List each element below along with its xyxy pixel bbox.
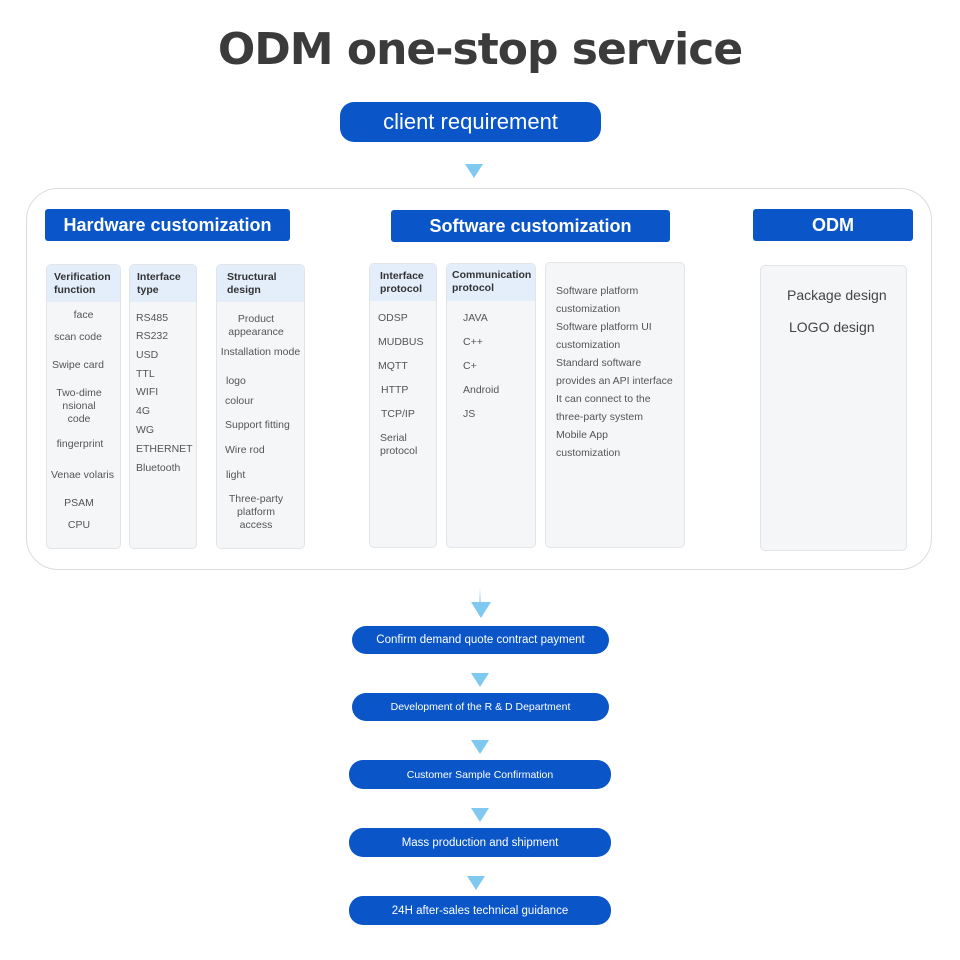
list-item: scan code [54, 331, 102, 343]
verification-function-column: Verification function [46, 264, 121, 549]
down-arrow-icon [465, 164, 483, 178]
client-requirement-box: client requirement [340, 102, 601, 142]
list-item: WG [136, 424, 155, 436]
column-header: Structural design [217, 265, 304, 302]
list-item: Serial protocol [380, 432, 418, 457]
list-item: C++ [463, 336, 483, 348]
hardware-customization-header: Hardware customization [45, 209, 290, 241]
list-item: provides an API interface [556, 375, 673, 387]
list-item: Wire rod [225, 444, 265, 456]
software-customization-header: Software customization [391, 210, 670, 242]
interface-protocol-column: Interface protocol [369, 263, 437, 548]
list-item: light [226, 469, 246, 481]
list-item: HTTP [381, 384, 409, 396]
list-item: three-party system [556, 411, 643, 423]
list-item: Support fitting [225, 419, 290, 431]
column-header: Interface type [130, 265, 196, 302]
software-services-column [545, 262, 685, 548]
odm-header: ODM [753, 209, 913, 241]
list-item: customization [556, 303, 621, 315]
list-item: RS232 [136, 330, 169, 342]
list-item: 4G [136, 405, 151, 417]
communication-protocol-column: Communication protocol [446, 263, 536, 548]
structural-design-column: Structural design [216, 264, 305, 549]
list-item: Product appearance [228, 313, 284, 338]
flow-step: 24H after-sales technical guidance [349, 896, 611, 925]
customization-panel [26, 188, 932, 570]
down-arrow-icon [471, 673, 489, 687]
list-item: RS485 [136, 312, 169, 324]
list-item: PSAM [64, 497, 94, 509]
list-item: Software platform UI [556, 321, 652, 333]
list-item: JAVA [463, 312, 488, 324]
list-item: MQTT [378, 360, 408, 372]
down-arrow-icon [471, 602, 491, 618]
flow-step: Development of the R & D Department [352, 693, 609, 721]
list-item: TTL [136, 368, 155, 380]
list-item: Software platform [556, 285, 639, 297]
down-arrow-icon [471, 808, 489, 822]
list-item: Mobile App [556, 429, 608, 441]
column-header: Interface protocol [370, 264, 436, 301]
list-item: Venae volaris [50, 469, 115, 481]
list-item: customization [556, 447, 621, 459]
list-item: colour [225, 395, 254, 407]
column-header: Communication protocol [447, 264, 535, 301]
list-item: USD [136, 349, 159, 361]
list-item: It can connect to the [556, 393, 651, 405]
list-item: customization [556, 339, 621, 351]
list-item: Package design [787, 287, 887, 303]
list-item: logo [226, 375, 246, 387]
column-header: Verification function [47, 265, 120, 302]
list-item: fingerprint [56, 438, 104, 450]
list-item: LOGO design [789, 319, 875, 335]
list-item: WIFI [136, 386, 159, 398]
interface-type-column: Interface type [129, 264, 197, 549]
down-arrow-icon [467, 876, 485, 890]
list-item: MUDBUS [378, 336, 424, 348]
list-item: JS [463, 408, 476, 420]
odm-column [760, 265, 907, 551]
list-item: Standard software [556, 357, 642, 369]
list-item: Installation mode [220, 346, 301, 358]
list-item: ETHERNET [136, 443, 193, 455]
list-item: C+ [463, 360, 477, 372]
list-item: Android [463, 384, 500, 396]
flow-step: Mass production and shipment [349, 828, 611, 857]
list-item: Three-party platform access [228, 493, 284, 531]
page-title: ODM one-stop service [217, 24, 743, 75]
flow-step: Confirm demand quote contract payment [352, 626, 609, 654]
list-item: Swipe card [52, 359, 104, 371]
list-item: CPU [67, 519, 91, 531]
list-item: face [73, 309, 94, 321]
list-item: Bluetooth [136, 462, 181, 474]
down-arrow-icon [471, 740, 489, 754]
flow-step: Customer Sample Confirmation [349, 760, 611, 789]
list-item: Two-dime nsional code [56, 387, 102, 425]
list-item: ODSP [378, 312, 408, 324]
list-item: TCP/IP [381, 408, 415, 420]
